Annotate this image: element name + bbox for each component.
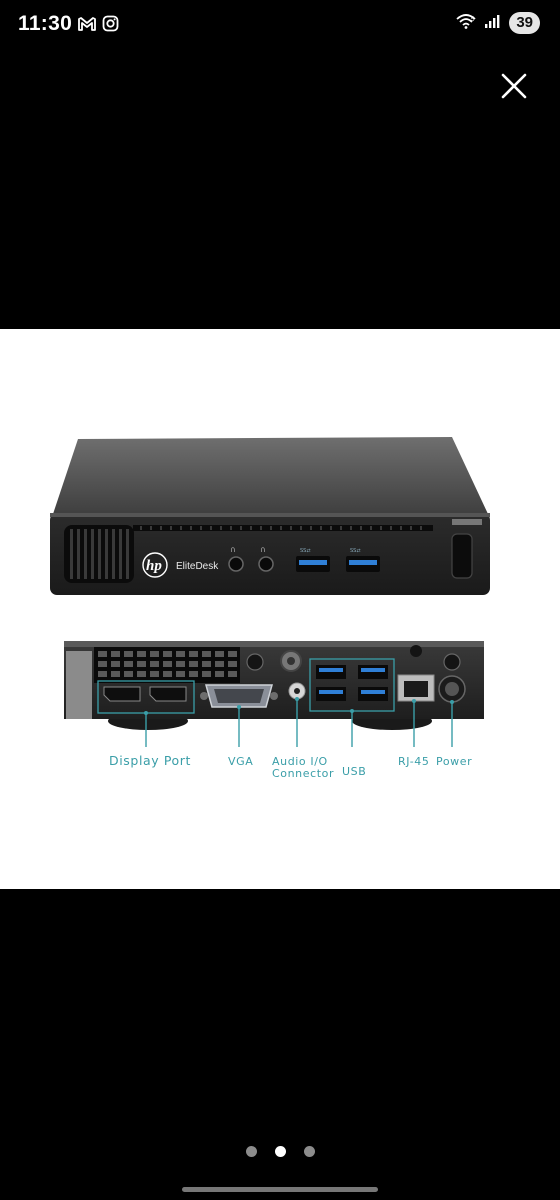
power-button-front [451,533,473,579]
mic-jack [258,556,274,572]
status-time: 11:30 [18,12,73,35]
rear-vent [94,647,240,683]
display-ports [97,680,195,714]
page-dot-3[interactable] [303,1146,315,1157]
label-audio-line2: Connector [272,767,334,780]
svg-text:5: 5 [471,17,475,23]
brand-label: EliteDesk [176,561,219,572]
svg-text:hp: hp [146,558,162,574]
instagram-icon [102,15,119,37]
svg-text:∩: ∩ [230,545,236,554]
system-icons: 5 39 [455,12,540,34]
rear-view: Display Port VGA Audio I/O Connector USB… [64,641,484,780]
svg-text:SS⇄: SS⇄ [350,548,361,554]
product-illustration: hp EliteDesk ∩ ∩ SS⇄ SS⇄ [50,437,490,780]
svg-text:∩: ∩ [260,545,266,554]
label-display-port: Display Port [109,753,191,768]
front-view: hp EliteDesk ∩ ∩ SS⇄ SS⇄ [50,437,490,595]
signal-icon [485,14,501,33]
usb-ports-rear [309,658,395,712]
status-bar: 11:30 5 [0,0,560,52]
svg-text:SS⇄: SS⇄ [300,548,311,554]
power-port [438,653,466,703]
vga-port [200,684,278,708]
home-indicator[interactable] [182,1187,378,1192]
headphone-jack [228,556,244,572]
close-icon [501,73,527,99]
page-dot-2-active[interactable] [274,1146,286,1157]
front-vent [64,525,433,583]
label-audio-line1: Audio I/O [272,755,328,768]
gmail-icon [78,16,96,36]
pagination-dots [0,1146,560,1157]
rj45-port [397,645,435,702]
product-image[interactable]: hp EliteDesk ∩ ∩ SS⇄ SS⇄ [0,329,560,889]
close-button[interactable] [498,70,530,102]
hp-logo: hp [142,552,168,578]
wifi-icon: 5 [455,13,477,34]
page-dot-1[interactable] [245,1146,257,1157]
label-rj45: RJ-45 [398,755,429,768]
callout-lines [145,699,453,747]
label-usb: USB [342,765,366,778]
label-vga: VGA [228,755,253,768]
label-power: Power [436,755,472,768]
battery-badge: 39 [509,12,540,34]
notification-icons [78,15,119,37]
